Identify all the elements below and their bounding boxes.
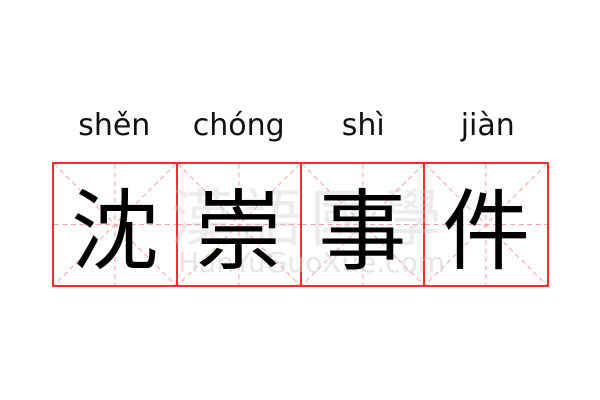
grid-cell: 件 <box>425 164 547 285</box>
pinyin-4: jiàn <box>460 108 515 143</box>
pinyin-1: shěn <box>78 108 151 143</box>
pinyin-row: shěn chóng shì jiàn <box>52 108 550 143</box>
grid-cell: 事 <box>301 164 426 285</box>
guide-lines <box>177 164 300 285</box>
character-4: 件 <box>442 180 531 283</box>
character-2: 崇 <box>194 180 283 283</box>
pinyin-2: chóng <box>192 108 285 143</box>
grid-cell: 崇 <box>177 164 302 285</box>
grid-cell: 沈 <box>54 164 178 285</box>
character-3: 事 <box>318 180 407 283</box>
guide-lines <box>54 164 176 285</box>
guide-lines <box>425 164 547 285</box>
guide-lines <box>301 164 424 285</box>
character-1: 沈 <box>70 180 159 283</box>
pinyin-3: shì <box>341 108 385 143</box>
watermark-latin: HanYuGuoXue.com <box>178 246 446 279</box>
character-grid: 沈 崇 事 件 <box>52 162 549 287</box>
watermark-chinese: 漢語國學 <box>170 182 451 255</box>
